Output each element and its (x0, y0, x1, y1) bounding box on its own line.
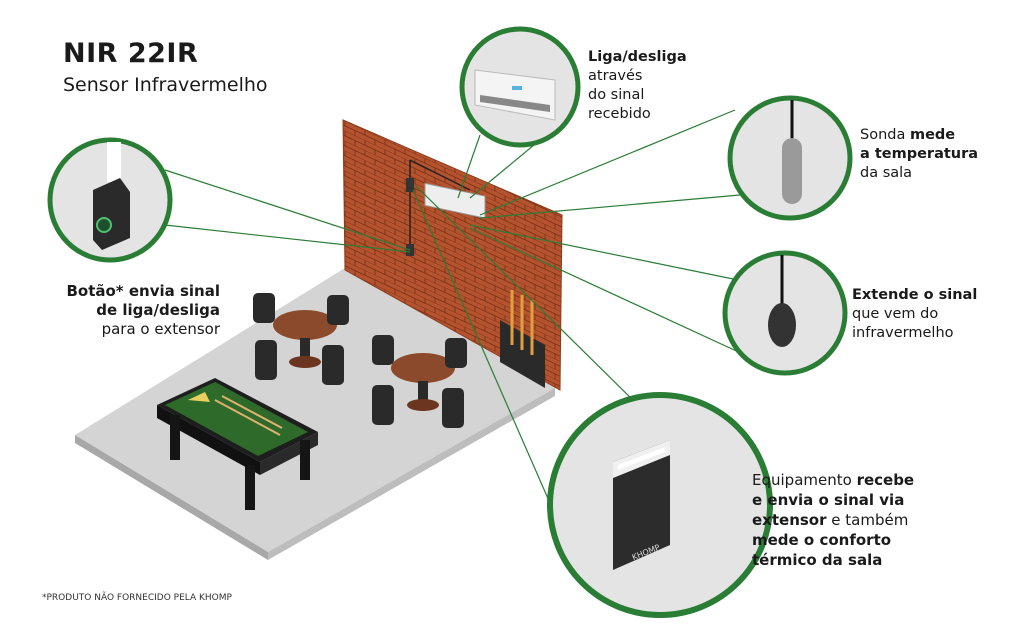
ac-callout-text: Liga/desliga através do sinal recebido (588, 48, 687, 124)
cafe-table (391, 353, 455, 411)
device-text-bold: extensor (752, 511, 827, 529)
button-circle (47, 137, 173, 263)
button-text-bold: Botão* envia sinal (66, 282, 220, 300)
device-small (406, 178, 414, 192)
probe-callout-text: Sonda mede a temperatura da sala (860, 126, 978, 183)
probe-text: da sala (860, 165, 913, 181)
device-text: Equipamento (752, 471, 857, 489)
ac-circle (459, 26, 581, 148)
device-text: e também (826, 511, 909, 529)
probe-text-bold: mede (909, 127, 956, 143)
extender-callout-text: Extende o sinal que vem do infravermelho (852, 286, 977, 343)
device-circle: KHOMP (547, 392, 773, 618)
footnote: *PRODUTO NÃO FORNECIDO PELA KHOMP (42, 593, 232, 603)
extender-text-bold: Extende o sinal (852, 287, 978, 303)
chairs (253, 293, 467, 428)
extender-circle (722, 250, 848, 376)
device-text-bold: recebe (856, 471, 915, 489)
device-callout-text: Equipamento recebe e envia o sinal via e… (752, 470, 914, 570)
floor (75, 268, 555, 560)
button-text: para o extensor (101, 320, 220, 338)
probe-text: Sonda (860, 127, 910, 143)
ac-text-line: do sinal (588, 87, 645, 103)
page-title: NIR 22IR (63, 38, 199, 69)
callout-lines (164, 109, 746, 511)
page-subtitle: Sensor Infravermelho (63, 74, 268, 96)
button-text-bold: de liga/desliga (96, 301, 220, 319)
ac-text-line: Liga/desliga (588, 49, 687, 65)
device-text-bold: e envia o sinal via (752, 491, 905, 509)
ac-text-line: recebido (588, 106, 651, 122)
pool-table (157, 378, 318, 510)
cue-rack (500, 290, 545, 388)
device-text-bold: mede o conforto (752, 531, 892, 549)
ac-text-line: através (588, 68, 643, 84)
probe-text-bold: a temperatura (860, 146, 979, 162)
extender-text: que vem do (852, 306, 939, 322)
device-text-bold: térmico da sala (752, 551, 883, 569)
brick-wall (342, 119, 563, 391)
button-callout-text: Botão* envia sinal de liga/desliga para … (20, 282, 220, 339)
probe-circle (727, 95, 853, 221)
cafe-table (273, 310, 337, 368)
extender-text: infravermelho (852, 325, 954, 341)
